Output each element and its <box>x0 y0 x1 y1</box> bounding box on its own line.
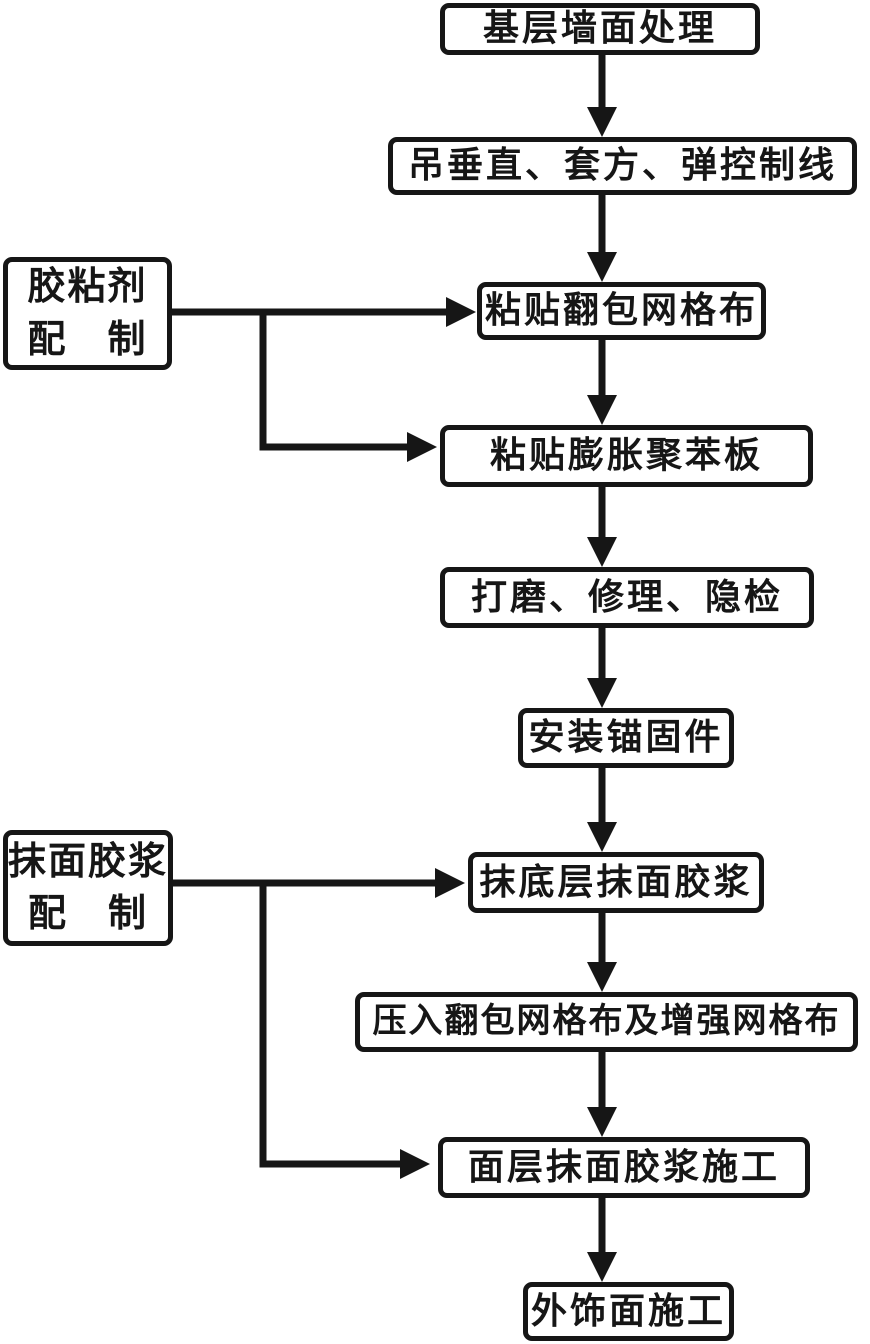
node-paste-wrap-mesh: 粘贴翻包网格布 <box>477 282 766 340</box>
node-base-coat-mortar: 抹底层抹面胶浆 <box>468 852 764 913</box>
arrow-sideb-n7 <box>173 868 465 898</box>
node-label: 粘贴膨胀聚苯板 <box>489 435 763 476</box>
node-finish-coat-mortar: 面层抹面胶浆施工 <box>438 1137 810 1198</box>
node-label: 打磨、修理、隐检 <box>470 576 783 617</box>
arrow-n1-n2 <box>587 50 617 137</box>
arrow-n3-n4 <box>587 340 617 425</box>
arrow-sidea-n3 <box>172 297 476 327</box>
node-grind-repair-inspect: 打磨、修理、隐检 <box>440 567 814 628</box>
arrow-sidea-n4 <box>259 312 437 462</box>
node-label: 面层抹面胶浆施工 <box>467 1146 780 1187</box>
node-label-line1: 抹面胶浆 <box>8 840 169 883</box>
arrow-n9-n10 <box>587 1196 617 1282</box>
arrow-n5-n6 <box>587 626 617 708</box>
arrow-n6-n7 <box>587 766 617 852</box>
node-label: 压入翻包网格布及增强网格布 <box>372 1003 841 1041</box>
node-control-lines: 吊垂直、套方、弹控制线 <box>388 137 857 195</box>
node-label-line2: 配 制 <box>27 318 148 361</box>
node-press-in-mesh: 压入翻包网格布及增强网格布 <box>355 992 858 1052</box>
node-mortar-prep: 抹面胶浆 配 制 <box>3 830 173 946</box>
arrow-n4-n5 <box>587 485 617 567</box>
node-base-wall-treatment: 基层墙面处理 <box>440 3 760 55</box>
node-label: 基层墙面处理 <box>482 8 717 49</box>
node-install-anchors: 安装锚固件 <box>518 708 734 768</box>
node-label-line1: 胶粘剂 <box>27 266 148 309</box>
node-label: 抹底层抹面胶浆 <box>479 861 753 902</box>
node-label: 外饰面施工 <box>530 1290 726 1331</box>
node-label: 安装锚固件 <box>528 717 724 758</box>
arrow-n7-n8 <box>587 911 617 992</box>
node-paste-eps-board: 粘贴膨胀聚苯板 <box>440 425 813 487</box>
node-label-line2: 配 制 <box>27 893 148 935</box>
arrow-sideb-n9 <box>259 883 430 1179</box>
node-adhesive-prep: 胶粘剂 配 制 <box>3 257 172 370</box>
arrow-n8-n9 <box>587 1050 617 1137</box>
node-exterior-finish: 外饰面施工 <box>523 1282 734 1341</box>
arrow-n2-n3 <box>587 193 617 282</box>
node-label: 粘贴翻包网格布 <box>484 290 758 331</box>
node-label: 吊垂直、套方、弹控制线 <box>407 145 837 186</box>
